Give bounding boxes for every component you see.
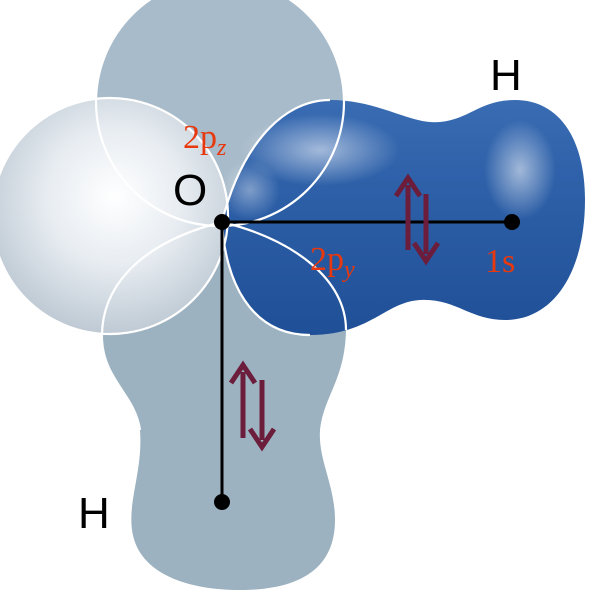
blue-highlight-left (220, 160, 280, 220)
hydrogen-bottom-label: H (78, 489, 110, 538)
orbital-2py-main: 2p (310, 241, 344, 278)
orbital-2pz-sub: z (216, 135, 227, 161)
orbital-label-2pz: 2pz (183, 119, 227, 161)
orbital-2py-sub: y (342, 257, 355, 283)
electron-pair-arrows-vertical (228, 360, 277, 452)
blue-highlight-right (484, 120, 556, 220)
hydrogen-bottom-nucleus (214, 494, 230, 510)
oxygen-label: O (173, 166, 207, 215)
orbital-label-2py: 2py (310, 241, 355, 283)
electron-pair-arrows-horizontal (393, 173, 441, 266)
lobe-outlines (0, 0, 348, 431)
blue-highlight (240, 114, 400, 186)
orbital-2pz-main: 2p (183, 119, 217, 156)
hydrogen-right-label: H (490, 51, 522, 100)
orbital-label-1s: 1s (485, 243, 515, 280)
oxygen-nucleus (214, 214, 230, 230)
left-lobe (0, 98, 228, 334)
hydrogen-right-nucleus (504, 214, 520, 230)
